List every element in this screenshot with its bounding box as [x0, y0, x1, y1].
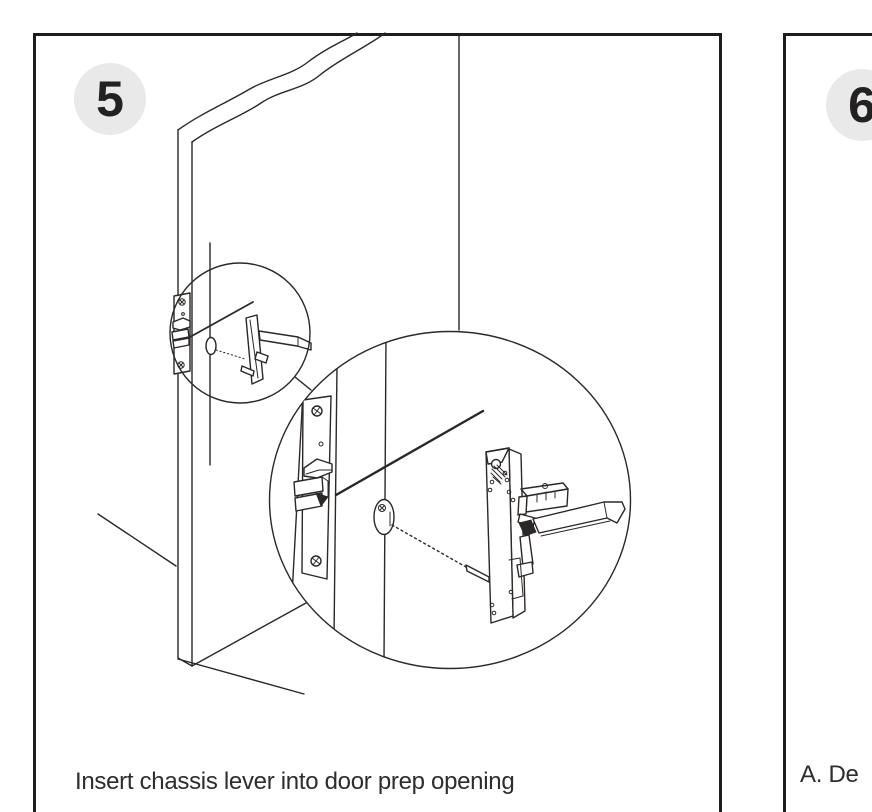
step-6-number: 6	[848, 77, 872, 133]
step-5-caption: Insert chassis lever into door prep open…	[75, 697, 515, 812]
step-5-badge: 5	[74, 63, 146, 135]
step-6-panel	[783, 33, 872, 812]
step-6-caption-line-1: A. De	[800, 761, 859, 788]
step-5-number: 5	[96, 71, 124, 127]
step-5-caption-line-1: Insert chassis lever into door prep open…	[75, 768, 515, 795]
step-5-panel	[33, 33, 722, 812]
step-6-caption: A. De B. Sli fully	[800, 695, 859, 812]
